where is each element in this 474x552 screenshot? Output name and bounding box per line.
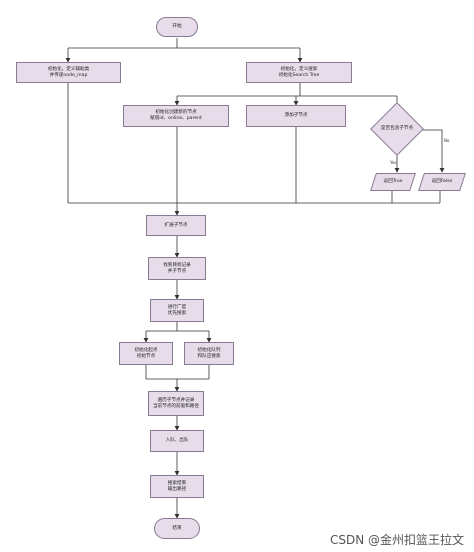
- return-true-node: 返回True: [370, 173, 416, 191]
- return-false-node: 返回False: [418, 173, 466, 191]
- yes-label: Yes: [390, 160, 397, 165]
- start-node: 开始: [156, 17, 198, 37]
- create-node-node: 初始化创建新的节点 赋值id、online、parent: [123, 105, 229, 127]
- enqueue-dequeue-node: 入队、出队: [150, 430, 204, 452]
- traverse-children-node: 遍历子节点并记录 当前节点的前驱和路径: [148, 391, 204, 416]
- return-true-label: 返回True: [383, 179, 403, 184]
- init-search-tree-node: 初始化，定义搜索 初始化Search Tree: [246, 62, 352, 83]
- find-record-node: 找到目标记录 并子节点: [148, 257, 206, 280]
- init-queue-node: 初始化队列 和队应搜索: [184, 342, 234, 365]
- search-result-node: 搜索结束 输出路径: [150, 475, 204, 498]
- has-children-label: 是否包含子节点: [380, 126, 414, 131]
- no-label: No: [444, 138, 450, 143]
- init-start-node: 初始化起点 初始节点: [119, 342, 173, 365]
- add-child-node: 添加子节点: [246, 105, 346, 127]
- expand-children-node: 扩展子节点: [146, 215, 206, 236]
- return-false-label: 返回False: [431, 179, 453, 184]
- init-aux-class-node: 初始化，定义辅助类 并传递node_map: [16, 62, 121, 83]
- csdn-watermark: CSDN @金州扣篮王拉文: [329, 533, 464, 547]
- has-children-decision: 是否包含子节点: [370, 102, 424, 156]
- bfs-node: 进行广度 优先搜索: [150, 299, 204, 322]
- end-node: 结束: [154, 518, 200, 539]
